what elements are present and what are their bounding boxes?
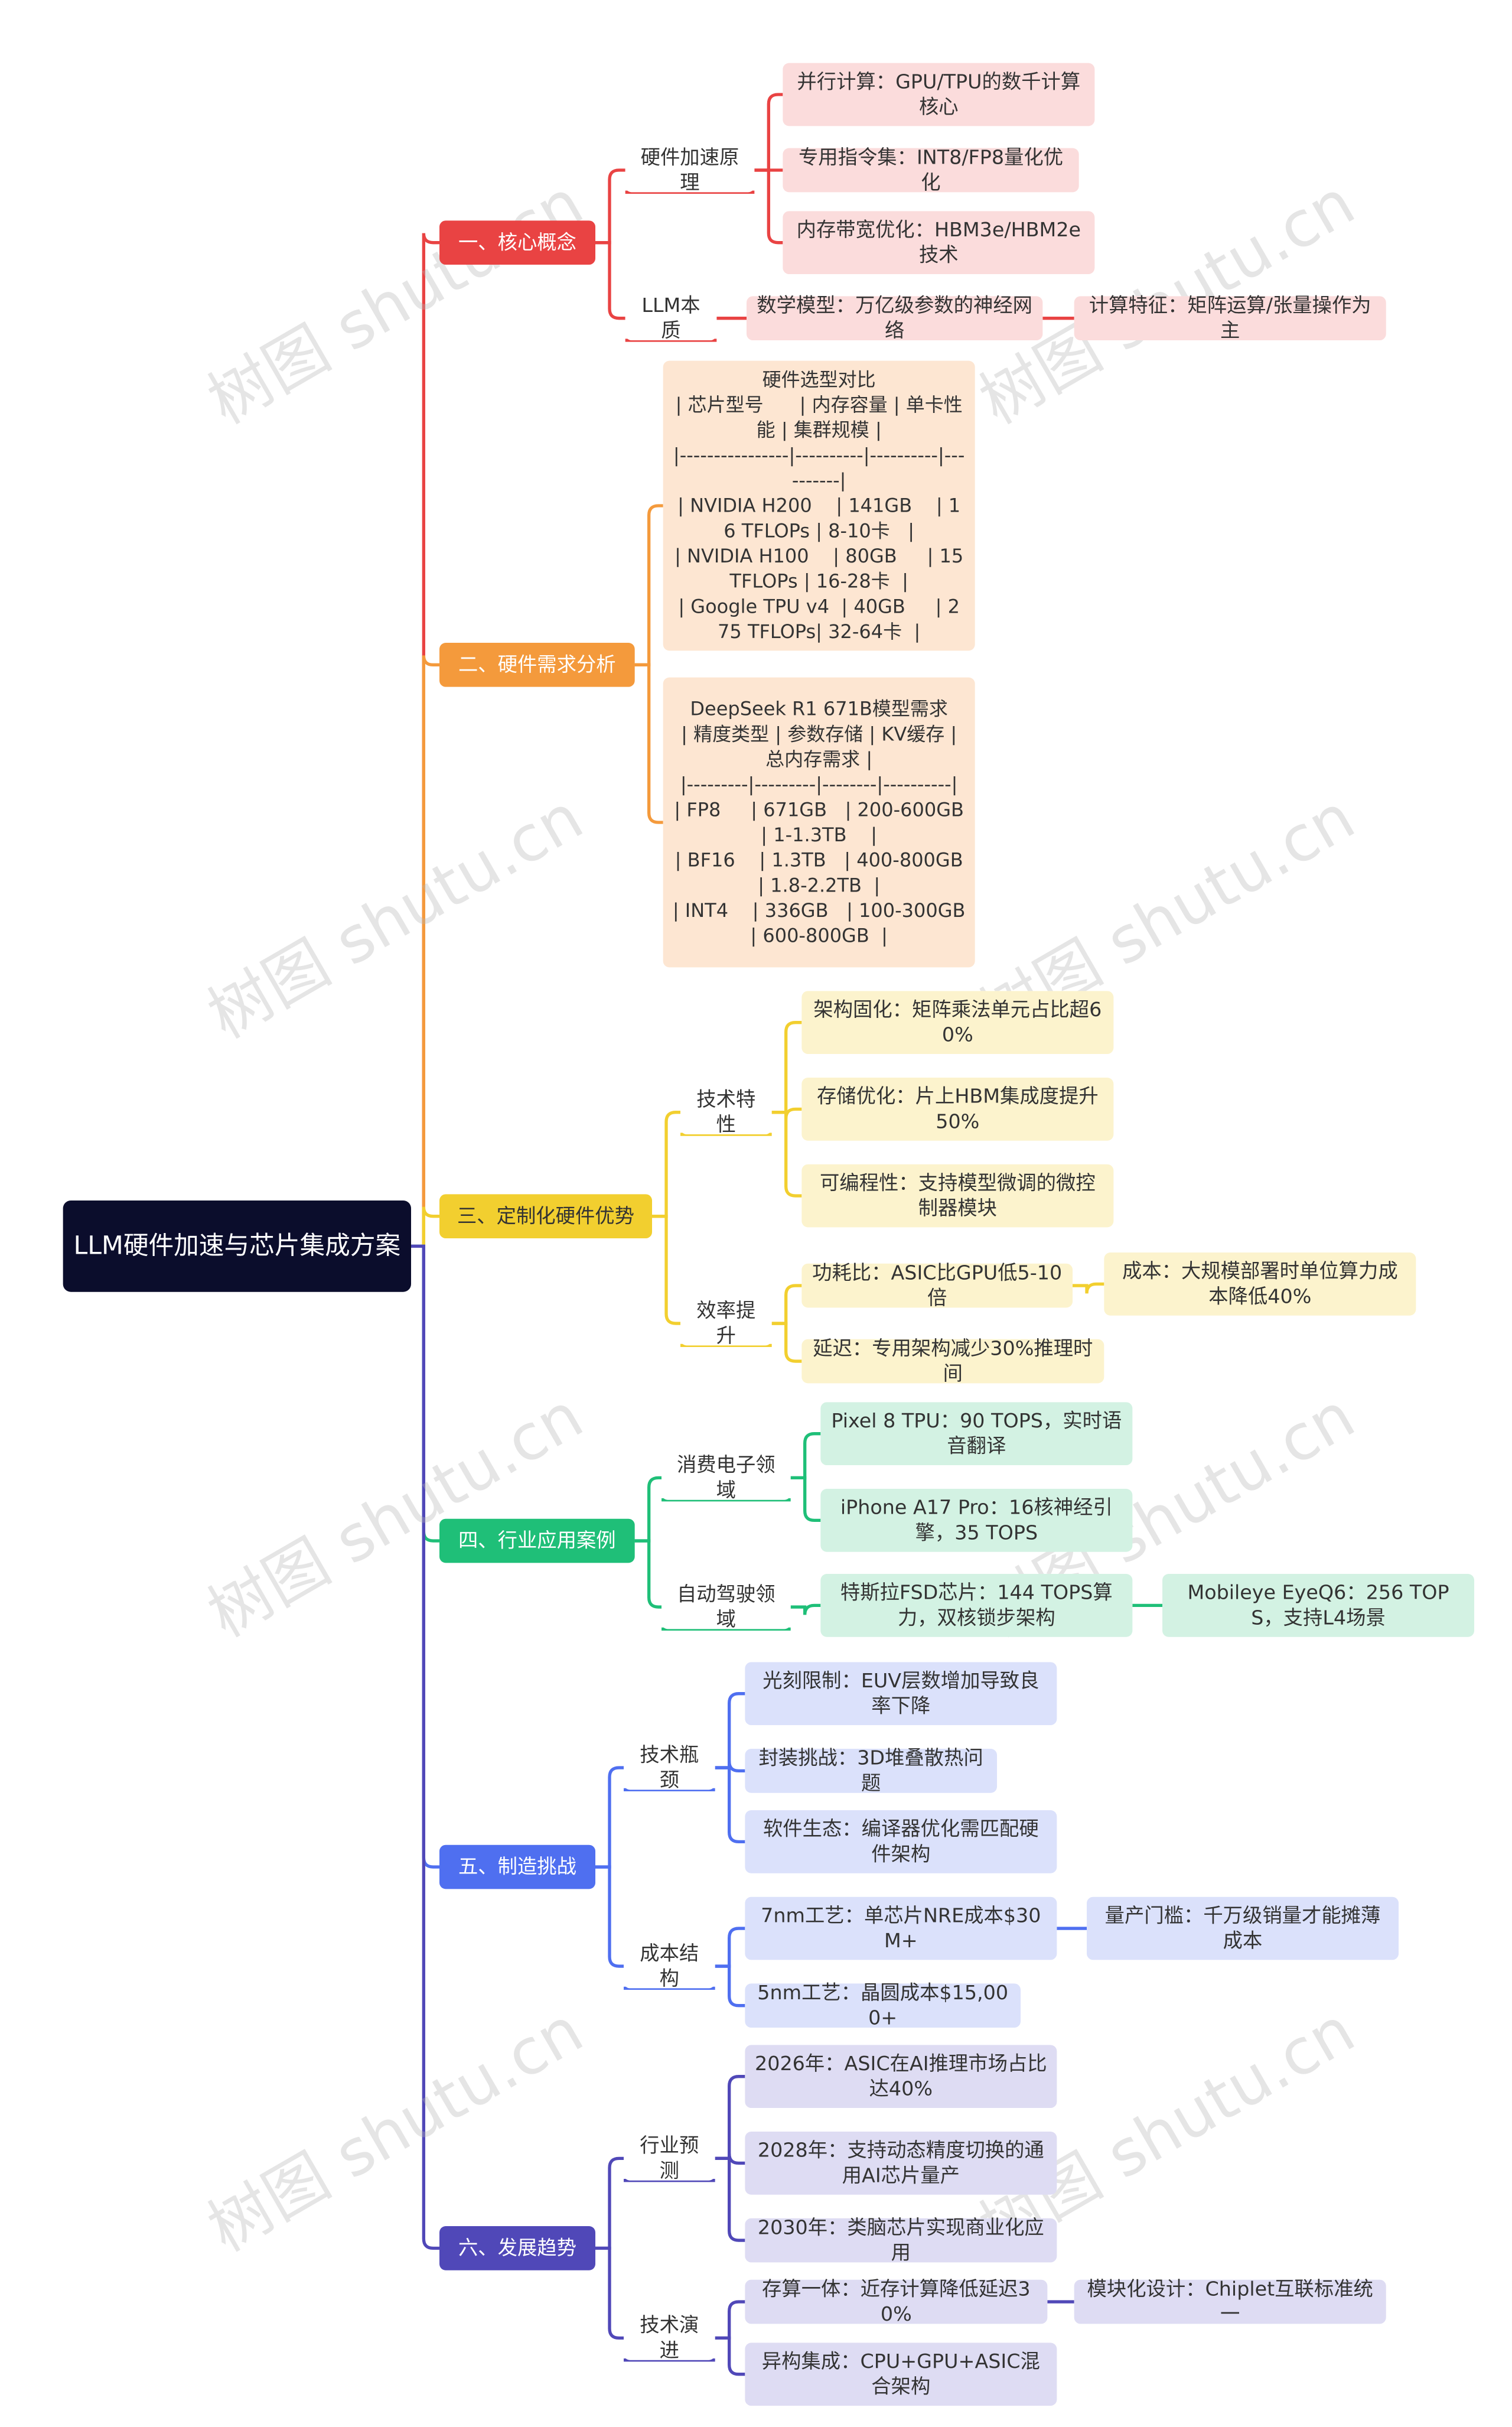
leaf-topic: DeepSeek R1 671B模型需求 | 精度类型 | 参数存储 | KV缓… <box>663 677 975 968</box>
connector-line <box>790 1432 821 1480</box>
leaf-topic: 存储优化：片上HBM集成度提升50% <box>801 1078 1114 1141</box>
connector-line <box>771 1322 802 1363</box>
connector-line <box>771 1021 802 1114</box>
connector-line <box>634 1539 662 1609</box>
leaf-topic: 存算一体：近存计算降低延迟30% <box>745 2276 1048 2325</box>
leaf-topic-detail: 量产门槛：千万级销量才能摊薄成本 <box>1087 1896 1399 1960</box>
connector-line <box>634 663 663 824</box>
branch-3: 三、定制化硬件优势 <box>439 1194 653 1239</box>
connector-line <box>595 2246 624 2340</box>
sub-topic: 行业预测 <box>624 2133 715 2182</box>
leaf-topic: Pixel 8 TPU：90 TOPS，实时语音翻译 <box>820 1402 1133 1466</box>
sub-topic: 自动驾驶领域 <box>662 1582 791 1631</box>
branch-connector <box>411 1206 440 1248</box>
leaf-topic: 专用指令集：INT8/FP8量化优化 <box>783 145 1079 194</box>
sub-topic: 成本结构 <box>624 1941 715 1990</box>
leaf-topic: 内存带宽优化：HBM3e/HBM2e技术 <box>783 211 1095 275</box>
leaf-topic: 可编程性：支持模型微调的微控制器模块 <box>801 1164 1114 1228</box>
sub-topic: 硬件加速原理 <box>625 145 755 194</box>
connector-line <box>790 1603 821 1615</box>
leaf-topic: 异构集成：CPU+GPU+ASIC混合架构 <box>745 2343 1057 2406</box>
connector-line <box>754 93 783 172</box>
leaf-topic: 2028年：支持动态精度切换的通用AI芯片量产 <box>745 2132 1057 2195</box>
connector-line <box>715 1766 745 1844</box>
leaf-topic: 架构固化：矩阵乘法单元占比超60% <box>801 991 1114 1055</box>
leaf-topic: 延迟：专用架构减少30%推理时间 <box>801 1336 1104 1385</box>
connector-line <box>771 1111 802 1198</box>
connector-line <box>715 2300 745 2340</box>
root-topic: LLM硬件加速与芯片集成方案 <box>63 1201 412 1292</box>
leaf-topic: 软件生态：编译器优化需匹配硬件架构 <box>745 1810 1057 1873</box>
connector-line <box>715 1964 745 2008</box>
branch-4: 四、行业应用案例 <box>439 1518 635 1563</box>
leaf-topic-detail: Mobileye EyeQ6：256 TOPS，支持L4场景 <box>1162 1574 1475 1637</box>
connector-line <box>771 1284 802 1325</box>
connector-line <box>754 168 783 245</box>
leaf-topic: 7nm工艺：单芯片NRE成本$30M+ <box>745 1896 1057 1960</box>
connector-line <box>634 1476 662 1543</box>
connector-line <box>595 241 625 320</box>
branch-2: 二、硬件需求分析 <box>439 643 635 687</box>
sub-topic: 技术瓶颈 <box>624 1742 715 1791</box>
connector-line <box>595 2156 624 2250</box>
branch-connector <box>411 233 440 1248</box>
sub-topic: LLM本质 <box>625 293 717 342</box>
leaf-topic: 2030年：类脑芯片实现商业化应用 <box>745 2215 1057 2264</box>
connector-line <box>652 1111 681 1218</box>
leaf-topic-detail: 模块化设计：Chiplet互联标准统一 <box>1074 2276 1386 2325</box>
sub-topic: 效率提升 <box>680 1298 772 1347</box>
sub-topic: 消费电子领域 <box>662 1453 791 1501</box>
leaf-topic: 硬件选型对比 | 芯片型号 | 内存容量 | 单卡性能 | 集群规模 | |--… <box>663 360 975 651</box>
sub-topic: 技术演进 <box>624 2313 715 2361</box>
connector-line <box>1073 1282 1104 1294</box>
branch-6: 六、发展趋势 <box>439 2226 596 2270</box>
leaf-topic: 5nm工艺：晶圆成本$15,000+ <box>745 1980 1021 2029</box>
leaf-topic: 特斯拉FSD芯片：144 TOPS算力，双核锁步架构 <box>820 1574 1133 1637</box>
connector-line <box>715 2336 745 2376</box>
leaf-topic: 数学模型：万亿级参数的神经网络 <box>747 293 1043 342</box>
connector-line <box>595 168 625 245</box>
leaf-topic-detail: 成本：大规模部署时单位算力成本降低40% <box>1104 1252 1416 1316</box>
connector-line <box>715 2153 745 2165</box>
connector-line <box>715 2156 745 2242</box>
connector-line <box>790 1476 821 1522</box>
leaf-topic: 功耗比：ASIC比GPU低5-10倍 <box>801 1260 1073 1309</box>
leaf-topic-detail: 计算特征：矩阵运算/张量操作为主 <box>1074 293 1386 342</box>
connector-line <box>634 504 663 667</box>
branch-1: 一、核心概念 <box>439 220 596 265</box>
leaf-topic: iPhone A17 Pro：16核神经引擎，35 TOPS <box>820 1489 1133 1552</box>
connector-line <box>715 1692 745 1769</box>
connector-line <box>652 1215 681 1325</box>
sub-topic: 技术特性 <box>680 1087 772 1136</box>
branch-connector <box>411 655 440 1248</box>
leaf-topic: 2026年：ASIC在AI推理市场占比达40% <box>745 2045 1057 2109</box>
leaf-topic: 封装挑战：3D堆叠散热问题 <box>745 1746 998 1794</box>
branch-connector <box>411 1244 440 2250</box>
connector-line <box>715 1761 745 1773</box>
branch-5: 五、制造挑战 <box>439 1844 596 1889</box>
connector-line <box>715 1927 745 1968</box>
connector-line <box>595 1865 624 1968</box>
leaf-topic: 光刻限制：EUV层数增加导致良率下降 <box>745 1662 1057 1726</box>
connector-line <box>595 1766 624 1869</box>
connector-line <box>715 2075 745 2161</box>
leaf-topic: 并行计算：GPU/TPU的数千计算核心 <box>783 63 1095 126</box>
